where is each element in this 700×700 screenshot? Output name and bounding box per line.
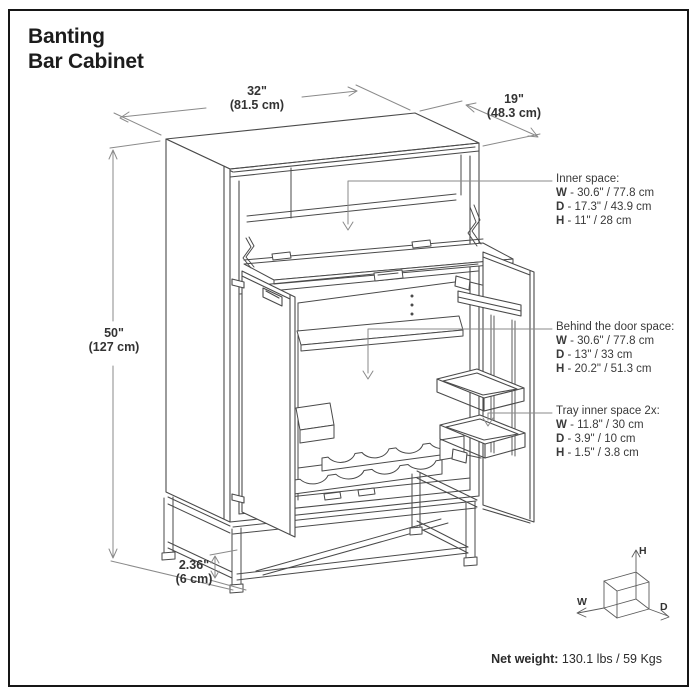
annotation-title: Inner space: (556, 173, 620, 185)
leader-tray (487, 412, 553, 421)
product-title: Banting Bar Cabinet (28, 24, 144, 74)
net-weight-value: 130.1 lbs / 59 Kgs (561, 652, 662, 666)
leader-behind-door (367, 328, 553, 374)
axis-label-d: D (660, 601, 668, 613)
axis-w-arrow (577, 607, 605, 614)
dim-depth-19in (419, 100, 541, 147)
axis-label-w: W (577, 596, 587, 608)
dim-height-50in (108, 140, 234, 591)
dim-width-32in (113, 84, 411, 136)
product-title-line1: Banting (28, 25, 105, 48)
axis-d-arrow (648, 608, 669, 617)
annotation-row: W - 11.8" / 30 cm (556, 419, 644, 431)
flap-support-arm-left (242, 237, 252, 269)
annotation-row: H - 11" / 28 cm (556, 215, 632, 227)
shelf-pin-hole (410, 312, 414, 316)
page-border (8, 9, 689, 687)
door-tray-upper (436, 368, 525, 412)
annotation-row: W - 30.6" / 77.8 cm (556, 335, 655, 347)
door-tray-lower (439, 414, 526, 459)
annotation-title: Tray inner space 2x: (556, 405, 660, 417)
flap-support-arm-right (467, 206, 478, 247)
cabinet-left-side (165, 138, 231, 523)
dim-label-width: 32" (81.5 cm) (229, 84, 285, 112)
middle-shelf (296, 315, 464, 352)
right-door-hinges (451, 275, 483, 464)
leader-inner-space (347, 180, 553, 225)
base-left-stretcher (167, 541, 233, 579)
right-door-open (436, 251, 535, 524)
annotation-title: Behind the door space: (556, 321, 675, 333)
annotation-tray-space: Tray inner space 2x: W - 11.8" / 30 cm D… (556, 404, 660, 460)
dim-label-leg: 2.36" (6 cm) (175, 558, 213, 586)
base-leg-front-right (465, 501, 476, 559)
dim-label-height: 50" (127 cm) (88, 326, 140, 354)
left-door-handle (262, 287, 283, 307)
shelf-pin-hole (410, 303, 414, 307)
base-left-rail (167, 496, 231, 534)
wine-rack (293, 402, 465, 495)
annotation-row: H - 20.2" / 51.3 cm (556, 363, 652, 375)
base-leg-front-left (231, 527, 242, 586)
annotation-leaders (342, 180, 553, 427)
cabinet-front-frame (229, 142, 480, 523)
annotation-inner-space: Inner space: W - 30.6" / 77.8 cm D - 17.… (556, 172, 654, 228)
net-weight-label: Net weight: (491, 652, 559, 666)
left-door-open (231, 270, 296, 538)
shelf-pin-hole (410, 294, 414, 298)
floor-hinge (323, 491, 342, 501)
flap-hinge (271, 251, 292, 261)
annotation-row: W - 30.6" / 77.8 cm (556, 187, 655, 199)
drop-down-door-open (239, 204, 514, 295)
axis-label-h: H (639, 545, 647, 557)
dimension-lines (108, 84, 541, 591)
annotation-row: H - 1.5" / 3.8 cm (556, 447, 639, 459)
base-right-rail (416, 470, 478, 508)
flap-hinge (411, 239, 432, 249)
net-weight: Net weight: 130.1 lbs / 59 Kgs (491, 652, 662, 666)
base-leg-back-right (411, 472, 421, 529)
base-right-stretcher (416, 520, 469, 554)
left-door-hinge (231, 278, 245, 289)
cabinet-shell (165, 112, 480, 523)
cabinet-interior (246, 154, 471, 502)
left-door-hinge (231, 493, 245, 504)
annotation-row: D - 3.9" / 10 cm (556, 433, 636, 445)
dim-label-depth: 19" (48.3 cm) (486, 92, 542, 120)
product-title-line2: Bar Cabinet (28, 50, 144, 73)
annotation-row: D - 17.3" / 43.9 cm (556, 201, 652, 213)
metal-base (161, 470, 478, 594)
left-door-panel (241, 270, 296, 538)
orientation-cube-icon (576, 549, 670, 621)
dim-leg-height (209, 549, 247, 591)
floor-hinge (357, 487, 376, 497)
annotation-row: D - 13" / 33 cm (556, 349, 633, 361)
annotation-behind-door: Behind the door space: W - 30.6" / 77.8 … (556, 320, 674, 376)
wine-rack-front-rail (293, 459, 443, 495)
base-leg-back-left (163, 496, 174, 554)
base-front-stretcher (236, 546, 469, 581)
